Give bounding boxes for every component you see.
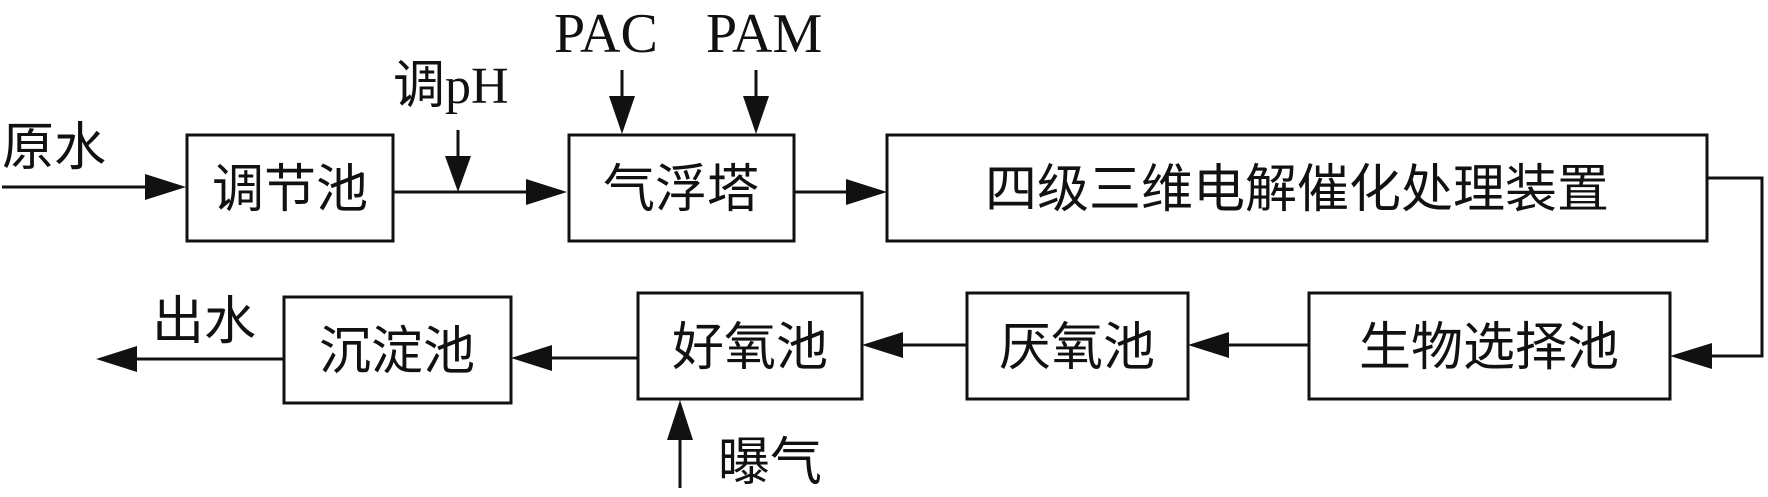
- pam-arrow: [743, 70, 769, 134]
- sedimentation-tank-box: 沉淀池: [282, 295, 513, 405]
- aeration-arrow: [667, 400, 693, 488]
- electrolysis-device-label: 四级三维电解催化处理装置: [985, 160, 1609, 220]
- flotation-tower-label: 气浮塔: [603, 160, 759, 220]
- effluent-arrow: [96, 346, 284, 372]
- equalization-tank-box: 调节池: [185, 133, 395, 243]
- electrolysis-device-box: 四级三维电解催化处理装置: [885, 133, 1709, 243]
- equalization-tank-label: 调节池: [212, 160, 368, 220]
- aeration-label: 曝气: [718, 433, 822, 493]
- aerobic-to-sedimentation-arrow: [511, 345, 638, 371]
- electrolysis-to-bio-selector-arrow: [1670, 176, 1764, 369]
- flotation-tower-box: 气浮塔: [567, 133, 796, 243]
- equalization-to-flotation-arrow: [393, 179, 567, 205]
- bio-selector-tank-box: 生物选择池: [1307, 291, 1672, 401]
- adjust-ph-label: 调pH: [393, 58, 509, 115]
- anaerobic-tank-label: 厌氧池: [999, 318, 1155, 378]
- anaerobic-to-aerobic-arrow: [862, 332, 967, 358]
- sedimentation-tank-label: 沉淀池: [319, 322, 475, 382]
- pac-arrow: [609, 70, 635, 134]
- adjust-ph-arrow: [445, 130, 471, 192]
- raw-water-label: 原水: [2, 118, 106, 178]
- raw-water-arrow: [2, 174, 186, 200]
- bio-selector-tank-label: 生物选择池: [1359, 318, 1619, 378]
- aerobic-tank-label: 好氧池: [672, 318, 828, 378]
- bio-selector-to-anaerobic-arrow: [1188, 332, 1309, 358]
- pam-label: PAM: [706, 3, 822, 65]
- effluent-label: 出水: [152, 292, 256, 352]
- aerobic-tank-box: 好氧池: [636, 291, 864, 401]
- pac-label: PAC: [554, 3, 658, 65]
- anaerobic-tank-box: 厌氧池: [965, 291, 1190, 401]
- flotation-to-electrolysis-arrow: [794, 179, 887, 205]
